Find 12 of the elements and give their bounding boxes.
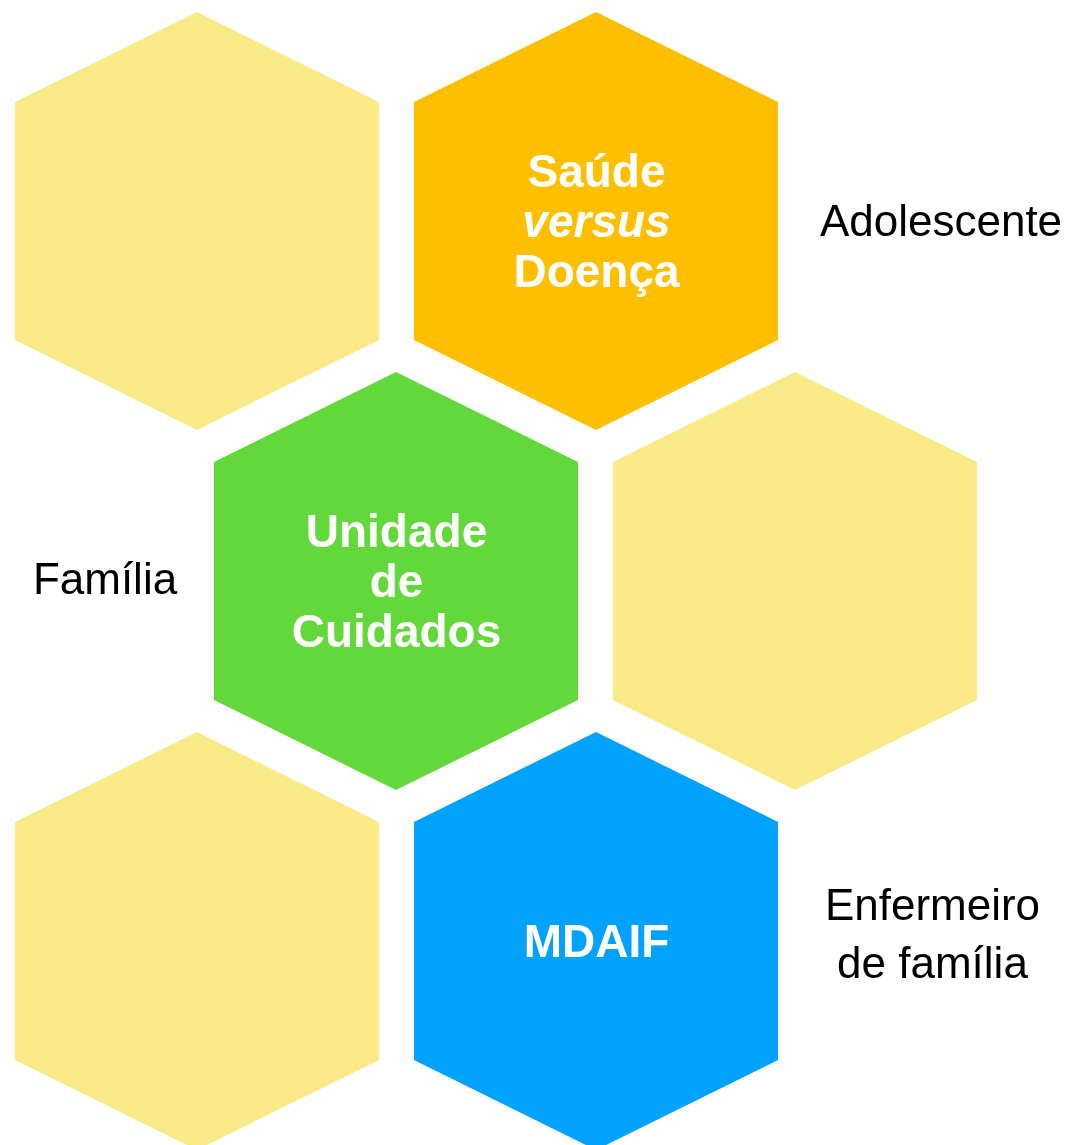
side-label: Enfermeiro de família — [823, 879, 1042, 989]
hexagon — [414, 12, 779, 430]
hexagon — [15, 12, 380, 430]
hexagon-label: MDAIF — [522, 916, 671, 966]
hexagon — [15, 732, 380, 1145]
hexagon — [613, 372, 978, 790]
hexagon — [214, 372, 579, 790]
hexagon-label: Unidade de Cuidados — [290, 506, 503, 656]
side-label: Família — [31, 553, 179, 605]
side-label: Adolescente — [818, 195, 1064, 247]
hexagon-label: Saúde versus Doença — [512, 146, 681, 296]
hexagon — [414, 732, 779, 1145]
